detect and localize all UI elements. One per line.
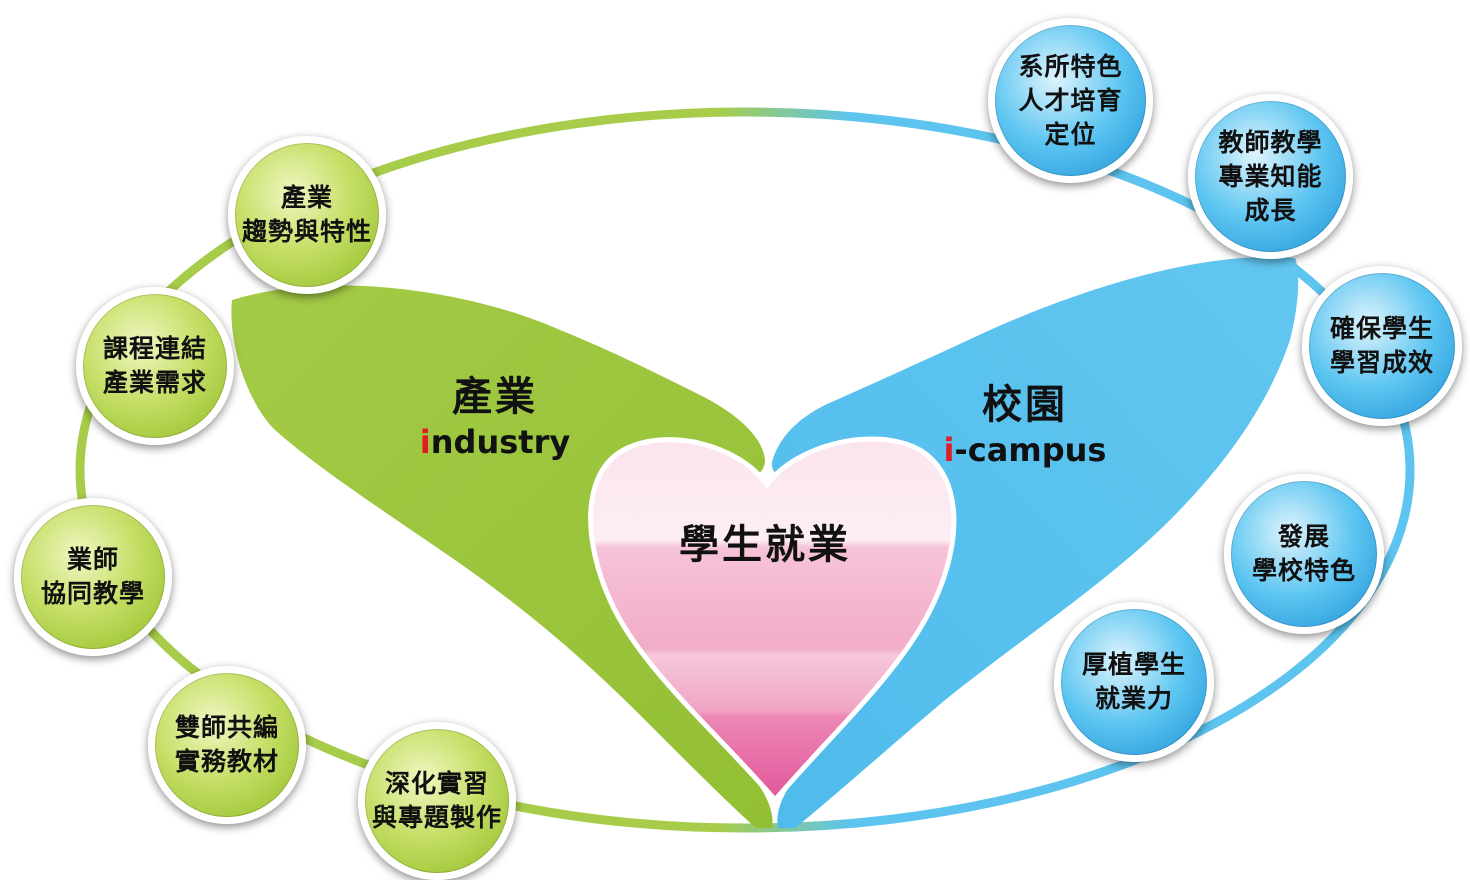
campus-title-en: i-campus <box>940 430 1110 470</box>
node-line: 協同教學 <box>40 579 145 608</box>
node-line: 趨勢與特性 <box>241 217 372 246</box>
node-line: 雙師共編 <box>174 713 279 742</box>
industry-node-materials[interactable]: 雙師共編 實務教材 <box>148 666 306 824</box>
industry-title-en: industry <box>410 422 580 462</box>
node-line: 系所特色 <box>1018 51 1123 81</box>
node-line: 確保學生 <box>1329 314 1434 343</box>
industry-node-trends[interactable]: 產業 趨勢與特性 <box>228 136 386 294</box>
node-line: 厚植學生 <box>1081 650 1186 679</box>
industry-node-internship[interactable]: 深化實習 與專題製作 <box>358 722 516 880</box>
campus-subtitle-rest: -campus <box>954 431 1107 469</box>
node-line: 產業需求 <box>102 368 207 397</box>
node-line: 業師 <box>66 545 119 574</box>
node-line: 深化實習 <box>384 769 489 798</box>
node-line: 人才培育 <box>1018 85 1123 115</box>
center-label: 學生就業 <box>679 522 851 568</box>
node-line: 實務教材 <box>174 747 279 776</box>
campus-hand <box>771 256 1299 828</box>
node-line: 專業知能 <box>1218 161 1323 191</box>
campus-node-employability[interactable]: 厚植學生 就業力 <box>1054 602 1214 762</box>
industry-node-curriculum[interactable]: 課程連結 產業需求 <box>76 287 234 445</box>
industry-title: 產業 industry <box>410 372 580 462</box>
node-line: 學習成效 <box>1329 348 1434 377</box>
node-line: 產業 <box>280 183 333 212</box>
campus-node-teacher-growth[interactable]: 教師教學 專業知能 成長 <box>1188 94 1353 259</box>
center-heart <box>588 436 957 804</box>
node-line: 學校特色 <box>1251 556 1356 585</box>
industry-hand <box>231 285 773 828</box>
industry-node-co-teaching[interactable]: 業師 協同教學 <box>14 498 172 656</box>
node-line: 成長 <box>1244 195 1297 225</box>
node-line: 教師教學 <box>1218 127 1323 157</box>
campus-node-positioning[interactable]: 系所特色 人才培育 定位 <box>988 18 1153 183</box>
industry-i-letter: i <box>419 423 431 461</box>
campus-i-letter: i <box>943 431 955 469</box>
campus-node-learning-outcomes[interactable]: 確保學生 學習成效 <box>1302 266 1462 426</box>
node-line: 與專題製作 <box>371 803 502 832</box>
campus-node-school-features[interactable]: 發展 學校特色 <box>1224 474 1384 634</box>
campus-title: 校園 i-campus <box>940 380 1110 470</box>
cycle-ring <box>75 107 1415 833</box>
industry-title-zh: 產業 <box>452 374 538 420</box>
node-line: 定位 <box>1044 119 1097 149</box>
node-line: 課程連結 <box>102 334 207 363</box>
industry-subtitle-rest: ndustry <box>430 423 571 461</box>
node-line: 就業力 <box>1094 684 1173 713</box>
campus-title-zh: 校園 <box>982 382 1068 428</box>
node-line: 發展 <box>1277 522 1330 551</box>
